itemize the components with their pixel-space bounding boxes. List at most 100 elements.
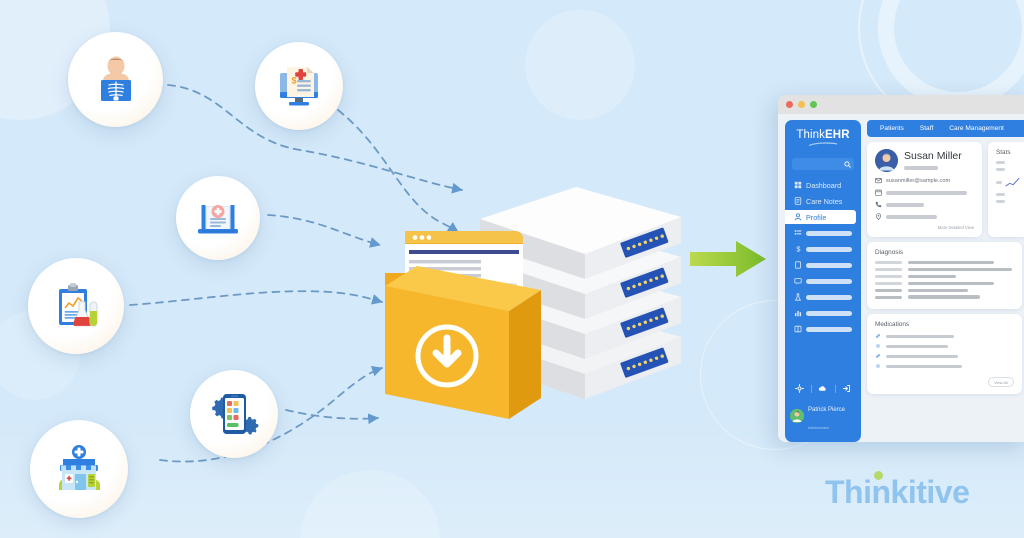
diagnosis-row <box>875 274 1014 279</box>
location-pin-icon <box>875 213 882 220</box>
logo-dot-icon <box>874 471 883 480</box>
stat-row <box>996 161 1020 164</box>
brand-part-2: EHR <box>825 129 850 141</box>
sidebar-item-label: Profile <box>806 212 827 222</box>
stat-row <box>996 200 1020 203</box>
lab-icon <box>794 293 802 301</box>
diagnosis-row <box>875 267 1014 272</box>
diagnosis-card: Diagnosis <box>867 242 1022 310</box>
sidebar-item-stub-list[interactable] <box>790 226 856 240</box>
sidebar-item-stub-chart[interactable] <box>790 306 856 320</box>
medical-billing-icon: $ <box>280 67 318 106</box>
window-close-dot[interactable] <box>786 101 793 108</box>
source-bubble-billing[interactable]: $ <box>255 42 343 130</box>
stat-row <box>996 175 1020 189</box>
source-bubble-mobileapp[interactable] <box>190 370 278 458</box>
thinkitive-logo: Thinkitive <box>825 471 970 511</box>
patient-email: susanmiller@sample.com <box>886 177 951 184</box>
window-maximize-dot[interactable] <box>810 101 817 108</box>
tab-staff[interactable]: Staff <box>919 125 934 132</box>
window-minimize-dot[interactable] <box>798 101 805 108</box>
sidebar-item-care-notes[interactable]: Care Notes <box>790 194 856 208</box>
laptop-records-icon <box>198 205 238 234</box>
bg-ring-top-right <box>878 0 1024 108</box>
sidebar-stub-bar <box>806 294 852 300</box>
ehr-top-navigation: Patients Staff Care Management <box>867 120 1024 137</box>
sidebar-footer: Patrick Pierce Administrator <box>785 380 861 442</box>
diagnosis-row <box>875 261 1014 265</box>
medication-row <box>875 333 1014 339</box>
billing-icon: $ <box>796 245 800 253</box>
patient-subtitle-placeholder <box>904 165 938 170</box>
sidebar-item-label: Dashboard <box>806 180 842 190</box>
user-icon <box>794 213 802 221</box>
phone-icon <box>875 201 882 208</box>
tab-patients[interactable]: Patients <box>880 125 904 132</box>
medication-row <box>875 353 1014 359</box>
sidebar-stub-bar <box>806 326 852 332</box>
bg-blob-bottom-mid <box>300 470 440 538</box>
source-bubble-labs[interactable] <box>28 258 124 354</box>
sidebar-item-label: Care Notes <box>806 196 843 206</box>
sidebar-item-dashboard[interactable]: Dashboard <box>790 178 856 192</box>
sidebar-stub-bar <box>806 262 852 268</box>
sidebar-user-block[interactable]: Patrick Pierce Administrator <box>785 398 861 434</box>
pill-icon <box>875 344 881 349</box>
logo-text: Thinkitive <box>825 474 970 510</box>
pill-icon <box>875 364 881 369</box>
medications-card-title: Medications <box>875 321 910 329</box>
source-bubble-radiology[interactable] <box>68 32 163 127</box>
stats-card-title: Stats <box>996 149 1011 156</box>
medications-card: Medications <box>867 314 1022 395</box>
source-bubble-records[interactable] <box>176 176 260 260</box>
diagnosis-row <box>875 281 1014 286</box>
patient-header: Susan Miller <box>875 149 974 172</box>
green-right-arrow-icon <box>690 241 766 277</box>
ehr-app-window[interactable]: ThinkEHR Dashboard Care Notes <box>778 95 1024 442</box>
sidebar-search-input[interactable] <box>792 158 854 170</box>
medication-row <box>875 363 1014 369</box>
patient-email-row: susanmiller@sample.com <box>875 177 974 184</box>
sidebar-item-stub-book[interactable] <box>790 322 856 336</box>
pill-icon <box>875 354 881 359</box>
patient-more-link[interactable]: More Detailed View <box>937 225 974 230</box>
cloud-icon[interactable] <box>818 384 827 393</box>
sidebar-user-role: Administrator <box>808 426 830 430</box>
diagnosis-card-title: Diagnosis <box>875 249 904 256</box>
calendar-icon <box>875 189 882 196</box>
medications-view-all-button[interactable]: View All <box>988 377 1014 388</box>
stats-card: Stats <box>988 142 1024 237</box>
mobile-app-icon <box>212 394 259 435</box>
avatar <box>790 409 804 423</box>
patient-dob-placeholder <box>886 190 968 195</box>
sidebar-stub-bar <box>806 246 852 252</box>
server-stack-icon <box>480 187 681 399</box>
book-icon <box>794 325 802 333</box>
logout-icon[interactable] <box>842 384 851 393</box>
lab-results-icon <box>59 283 98 327</box>
x-ray-icon <box>100 56 131 101</box>
gear-icon[interactable] <box>794 384 804 393</box>
sidebar-item-profile[interactable]: Profile <box>785 210 856 224</box>
window-titlebar <box>778 95 1024 114</box>
sidebar-stub-bar <box>806 278 852 284</box>
patient-address-row <box>875 213 974 220</box>
patient-phone-placeholder <box>886 202 924 207</box>
pill-icon <box>875 334 881 339</box>
patient-dob-row <box>875 189 974 196</box>
dashboard-icon <box>794 181 802 189</box>
source-bubble-pharmacy[interactable] <box>30 420 128 518</box>
tab-care-management[interactable]: Care Management <box>949 125 1004 132</box>
svg-text:$: $ <box>292 76 297 86</box>
sidebar-item-stub-file[interactable] <box>790 258 856 272</box>
file-icon <box>795 261 801 269</box>
ehr-body: ThinkEHR Dashboard Care Notes <box>778 114 1024 442</box>
sidebar-item-stub-message[interactable] <box>790 274 856 288</box>
list-icon <box>794 230 802 235</box>
sidebar-item-stub-lab[interactable] <box>790 290 856 304</box>
brand-part-1: Think <box>796 129 826 141</box>
sidebar-item-stub-billing[interactable]: $ <box>790 242 856 256</box>
sidebar-footer-icons <box>785 380 861 398</box>
patient-avatar <box>875 149 898 172</box>
